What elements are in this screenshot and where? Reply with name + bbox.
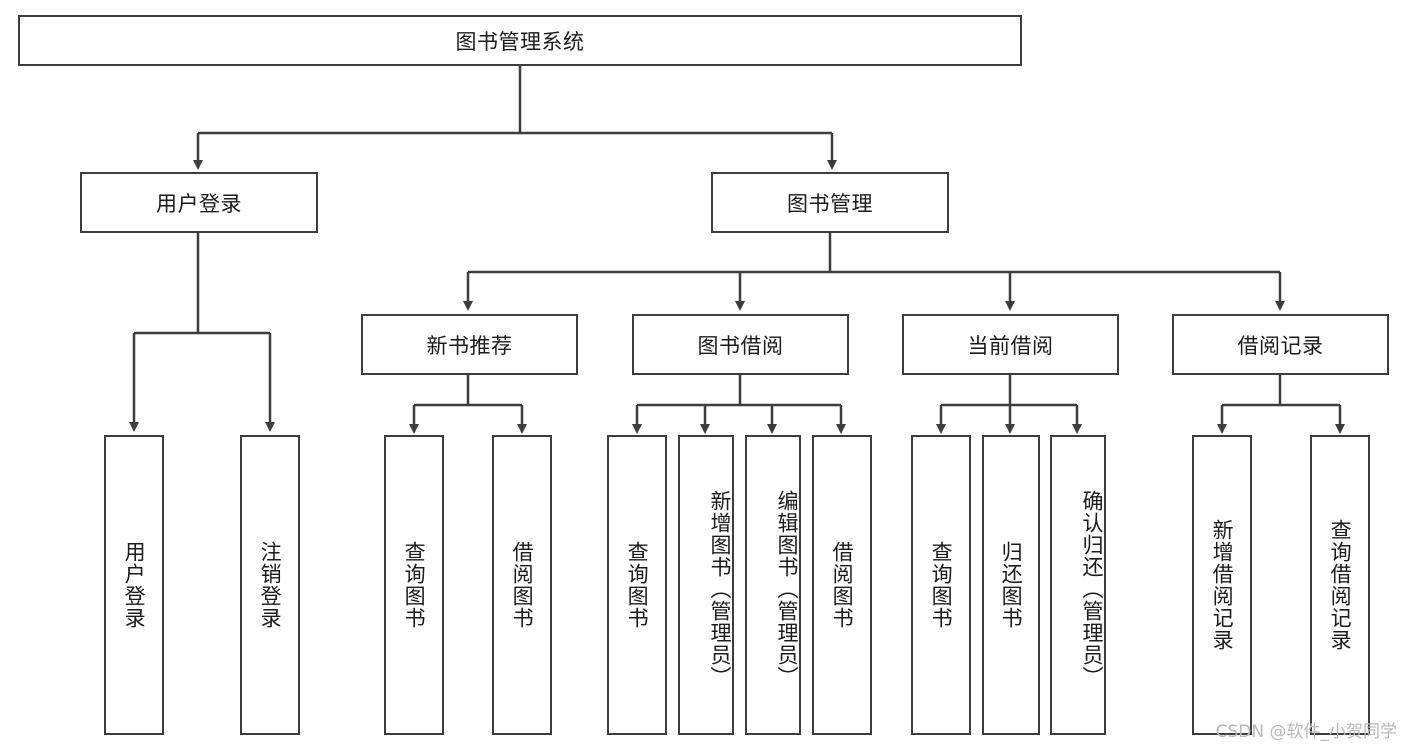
leaf-user-login[interactable]: 用户登录: [104, 435, 164, 735]
csdn-watermark: CSDN @软件_小贺同学: [1215, 722, 1397, 742]
leaf-add-book-label: 新增图书（管理员）: [708, 490, 732, 688]
leaf-edit-book[interactable]: 编辑图书（管理员）: [745, 435, 801, 735]
leaf-add-book[interactable]: 新增图书（管理员）: [678, 435, 734, 735]
node-new-book-recommend-label: 新书推荐: [426, 333, 513, 358]
leaf-query-borrow-record-label: 查询借阅记录: [1328, 519, 1353, 651]
leaf-confirm-return[interactable]: 确认归还（管理员）: [1050, 435, 1106, 735]
node-book-manage[interactable]: 图书管理: [711, 172, 949, 233]
leaf-query-book-1[interactable]: 查询图书: [384, 435, 444, 735]
leaf-query-book-3-label: 查询图书: [929, 541, 954, 629]
leaf-query-book-2-label: 查询图书: [625, 541, 650, 629]
node-current-borrow[interactable]: 当前借阅: [902, 314, 1119, 375]
leaf-borrow-book-2[interactable]: 借阅图书: [812, 435, 872, 735]
leaf-logout[interactable]: 注销登录: [240, 435, 300, 735]
leaf-logout-label: 注销登录: [258, 541, 283, 629]
node-new-book-recommend[interactable]: 新书推荐: [361, 314, 578, 375]
node-root-label: 图书管理系统: [455, 29, 585, 54]
leaf-add-borrow-record-label: 新增借阅记录: [1210, 519, 1235, 651]
leaf-confirm-return-label: 确认归还（管理员）: [1080, 490, 1104, 688]
node-current-borrow-label: 当前借阅: [967, 333, 1054, 358]
node-book-borrow-label: 图书借阅: [697, 333, 784, 358]
leaf-borrow-book-1[interactable]: 借阅图书: [492, 435, 552, 735]
node-book-manage-label: 图书管理: [787, 191, 873, 216]
node-borrow-record-label: 借阅记录: [1237, 333, 1324, 358]
leaf-return-book[interactable]: 归还图书: [982, 435, 1040, 735]
leaf-borrow-book-2-label: 借阅图书: [830, 541, 855, 629]
node-borrow-record[interactable]: 借阅记录: [1172, 314, 1389, 375]
leaf-query-book-1-label: 查询图书: [402, 541, 427, 629]
leaf-query-book-3[interactable]: 查询图书: [911, 435, 971, 735]
leaf-add-borrow-record[interactable]: 新增借阅记录: [1192, 435, 1252, 735]
leaf-query-book-2[interactable]: 查询图书: [607, 435, 667, 735]
leaf-user-login-label: 用户登录: [122, 541, 147, 629]
leaf-query-borrow-record[interactable]: 查询借阅记录: [1310, 435, 1370, 735]
leaf-edit-book-label: 编辑图书（管理员）: [775, 490, 799, 688]
node-user-login-label: 用户登录: [156, 191, 242, 216]
node-root[interactable]: 图书管理系统: [18, 15, 1022, 66]
node-book-borrow[interactable]: 图书借阅: [632, 314, 849, 375]
node-user-login[interactable]: 用户登录: [80, 172, 318, 233]
leaf-return-book-label: 归还图书: [999, 541, 1024, 629]
leaf-borrow-book-1-label: 借阅图书: [510, 541, 535, 629]
